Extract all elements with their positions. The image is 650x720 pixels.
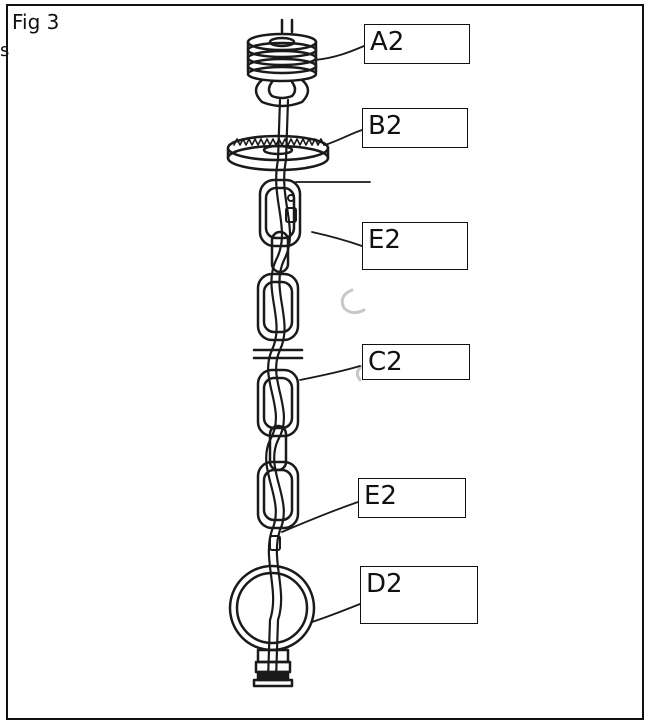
chain-break-mark	[252, 348, 304, 360]
top-hook-part	[285, 194, 297, 223]
chain-links-upper	[256, 178, 302, 342]
edge-letter: s	[0, 40, 10, 61]
callout-c2: C2	[362, 344, 470, 380]
leader-lines	[281, 45, 371, 623]
figure-title: Fig 3	[12, 10, 60, 34]
fixture-loop-part	[228, 564, 316, 688]
top-cable	[280, 18, 294, 34]
scan-artefacts	[340, 288, 366, 382]
callout-d2: D2	[360, 566, 478, 624]
callout-e2-top: E2	[362, 222, 468, 270]
canopy-nut-part	[246, 32, 318, 108]
bottom-hook-part	[269, 535, 281, 551]
callout-e2-bottom: E2	[358, 478, 466, 518]
chain-links-lower	[256, 368, 300, 530]
callout-a2: A2	[364, 24, 470, 64]
callout-b2: B2	[362, 108, 468, 148]
